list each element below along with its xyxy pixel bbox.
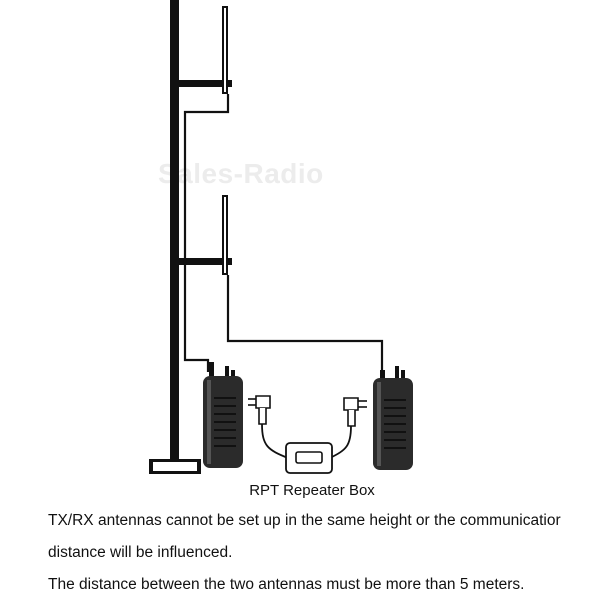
repeater-box-label: RPT Repeater Box	[249, 482, 375, 499]
walkie-talkie-right	[373, 366, 413, 470]
lower-antenna-feed-cable	[226, 275, 384, 376]
walkie-talkie-left	[203, 362, 243, 468]
lower-antenna	[179, 195, 232, 275]
note-line-2: distance will be influenced.	[48, 544, 233, 561]
upper-antenna-feed-cable	[183, 94, 230, 372]
upper-antenna	[179, 6, 232, 94]
note-line-1: TX/RX antennas cannot be set up in the s…	[48, 512, 561, 529]
note-line-3: The distance between the two antennas mu…	[48, 576, 525, 593]
antenna-mast-pole	[170, 0, 179, 462]
right-cable-plug	[343, 397, 367, 427]
left-box-cable	[261, 423, 289, 459]
repeater-box	[285, 442, 333, 474]
left-cable-plug	[248, 395, 271, 425]
right-box-cable	[329, 425, 352, 459]
